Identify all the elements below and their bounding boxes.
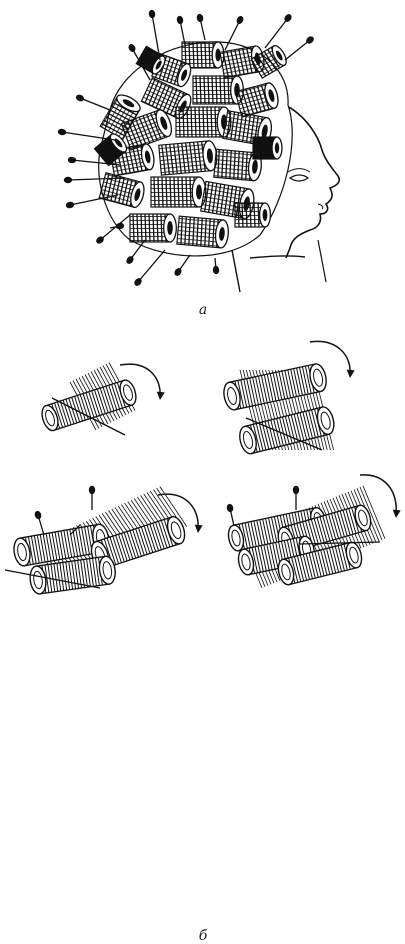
pin-head [65,201,75,209]
pin-head [236,15,244,25]
pin [245,417,323,451]
step-4 [226,474,401,589]
caption-b: б [198,928,208,944]
arrow-head [392,509,401,518]
pin-head [126,256,134,264]
step-3 [4,485,203,595]
pin-head [292,485,300,495]
roller [277,541,363,586]
winding-steps [4,340,401,595]
rotation-arrow [359,474,397,516]
pin-head [115,222,125,230]
roller [234,82,279,118]
roller [41,379,137,432]
pin-head [88,485,96,495]
pin-head [306,36,314,44]
roller [252,136,283,160]
pin [4,569,101,589]
pin [51,397,126,436]
head-illustration [57,9,341,293]
neck-line [249,255,306,259]
panel-b-winding-steps: б [0,330,405,944]
pin-head [75,94,85,102]
roller [120,109,173,151]
pin-head [34,510,42,520]
hair-rollers [57,9,314,286]
pin [79,97,111,111]
pin-head [63,176,73,184]
pin [67,177,126,181]
arrow-head [156,391,165,400]
roller [250,45,287,79]
pin [71,159,121,166]
roller [239,406,335,455]
step-1 [41,362,165,436]
pin-head [284,14,292,22]
hair-strand [159,486,188,527]
pin [284,39,311,61]
hair-strand [359,486,383,541]
pin-head [57,128,67,136]
pin-head [196,13,204,23]
roller [192,75,244,105]
rotation-arrow [309,340,351,376]
pin-head [128,44,136,52]
pin [179,19,186,46]
pin [69,524,81,536]
pin [264,17,289,49]
pin-head [174,268,182,276]
roller [175,106,232,138]
eye [288,174,310,182]
pin-head [148,9,156,19]
panel-a-head-with-rollers: а [0,0,405,320]
roller [99,94,141,141]
pin-head [226,503,234,513]
roller [93,133,128,167]
pin-head [67,156,77,164]
roller [213,148,262,182]
roller [29,555,116,595]
face-profile [284,104,341,259]
pin [69,194,119,206]
pin-head [134,278,142,286]
pin [224,19,241,51]
roller [158,140,218,176]
roller [98,172,145,208]
pin-head [176,15,184,25]
roller [150,176,207,208]
roller [181,41,225,69]
roller [234,202,272,228]
arrow-head [346,369,355,378]
arrow-head [194,524,203,533]
roller [129,213,177,243]
pin [61,131,116,141]
rotation-arrow [157,493,199,531]
step-2 [223,340,355,455]
pin [137,249,166,283]
pin-head [212,265,220,275]
pin [299,541,381,545]
roller [176,215,229,249]
roller [223,363,327,411]
pin [151,13,161,61]
pin-head [96,236,104,244]
caption-a: а [198,302,208,318]
winding-illustration [4,340,401,595]
pin [131,47,151,81]
hair-strand [362,485,386,539]
